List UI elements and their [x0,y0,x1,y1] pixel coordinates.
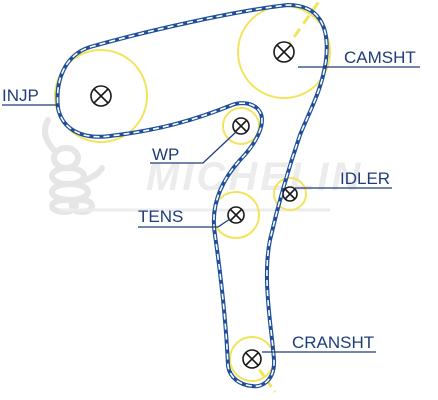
watermark-text: MICHELIN [146,155,363,199]
leader-lines [2,66,420,353]
crankshaft-center-icon [242,349,262,369]
michelin-man-logo [42,117,105,215]
idler-pulley [273,177,307,211]
injp-pulley [54,49,148,143]
michelin-watermark: MICHELIN [42,117,363,215]
label-cransht: CRANSHT [292,333,374,352]
label-tens: TENS [138,207,183,226]
tensioner-center-icon [227,206,245,224]
water-pump-pulley [222,107,260,145]
label-idler: IDLER [340,169,390,188]
tens-leader [138,218,231,228]
idler-center-icon [282,186,298,202]
belt-inner-teeth [56,4,328,388]
camshaft-timing-mark [283,0,322,51]
wp-leader [150,131,237,164]
camshaft-center-icon [273,41,295,63]
water-pump-center-icon [232,117,250,135]
timing-belt [55,3,329,389]
label-camsht: CAMSHT [344,48,416,67]
center-marks [90,41,298,369]
label-injp: INJP [2,86,39,105]
label-wp: WP [152,145,179,164]
injp-center-icon [90,85,112,107]
labels: INJP CAMSHT WP IDLER TENS CRANSHT [2,48,416,352]
